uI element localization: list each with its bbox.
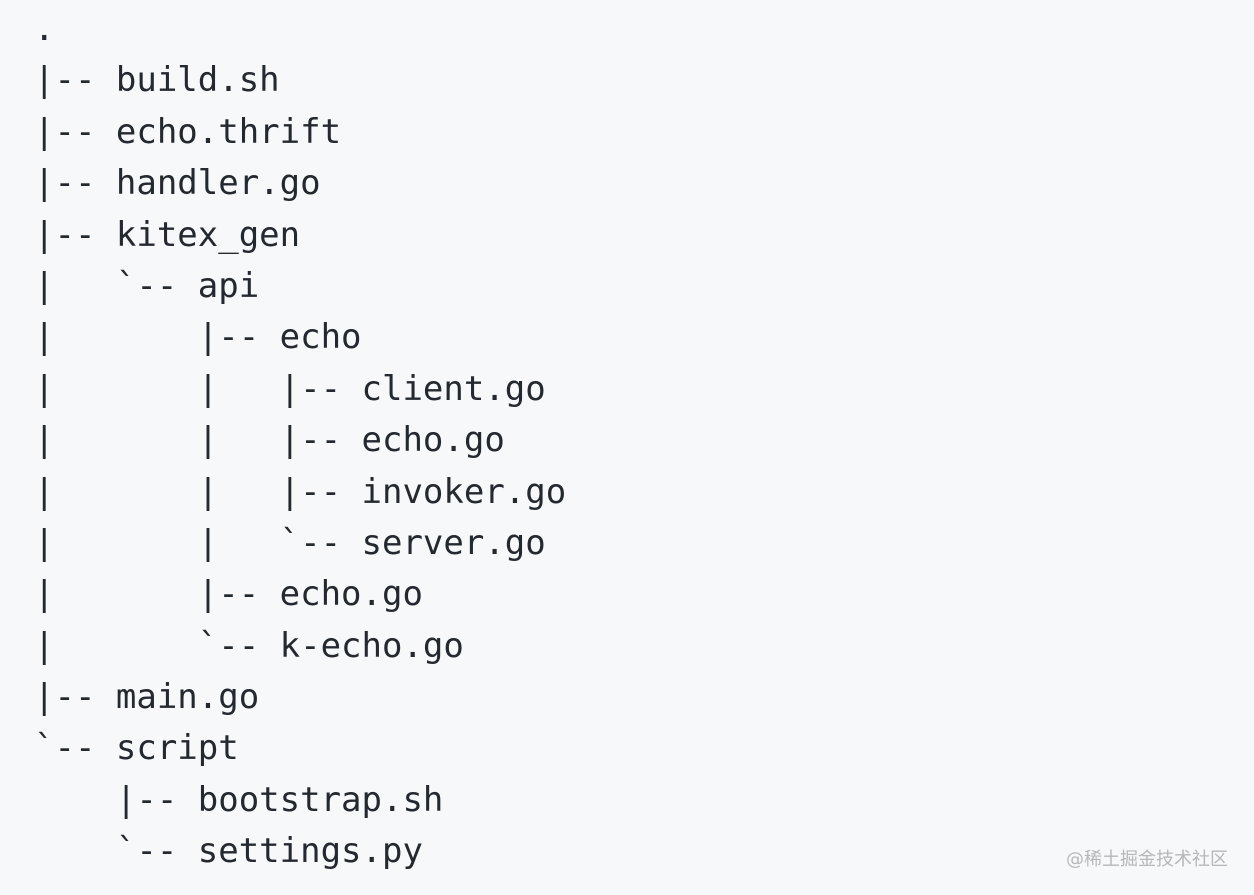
tree-line: `-- script [34,728,239,769]
tree-line: |-- build.sh [34,60,280,101]
tree-line: |-- main.go [34,677,260,718]
tree-line: |-- handler.go [34,163,321,204]
directory-tree: . |-- build.sh |-- echo.thrift |-- handler.… [34,4,566,878]
tree-line: | | `-- server.go [34,522,546,563]
tree-line: . [34,9,55,49]
tree-line: |-- echo.thrift [34,111,342,152]
tree-line: | `-- api [34,265,260,306]
tree-line: | |-- echo.go [34,574,423,615]
tree-line: `-- settings.py [34,831,423,872]
tree-line: | | |-- echo.go [34,420,505,461]
tree-line: | | |-- client.go [34,368,546,409]
watermark: @稀土掘金技术社区 [1066,849,1228,870]
tree-line: |-- bootstrap.sh [34,779,444,820]
tree-line: |-- kitex_gen [34,214,301,255]
tree-line: | | |-- invoker.go [34,471,567,512]
tree-line: | |-- echo [34,317,362,358]
tree-line: | `-- k-echo.go [34,625,464,666]
